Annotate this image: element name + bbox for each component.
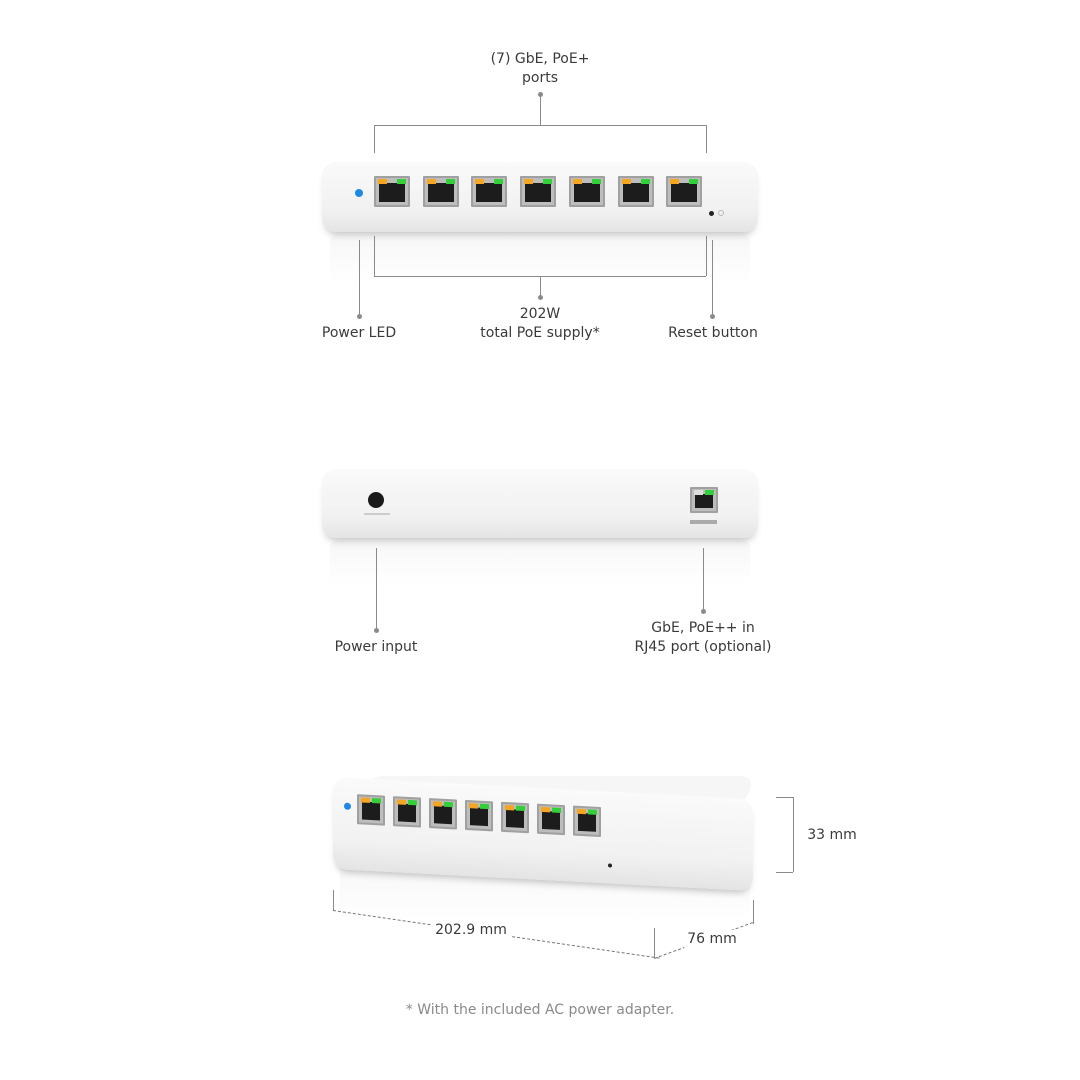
power-jack-icon <box>368 492 384 508</box>
rj45-port <box>393 796 421 828</box>
callout-dot <box>538 295 543 300</box>
callout-line <box>540 94 541 125</box>
depth-dimension-label: 76 mm <box>684 930 740 949</box>
switch-rear-view <box>322 469 758 538</box>
dimension-tick <box>776 797 793 798</box>
reset-button-label: Reset button <box>668 325 758 341</box>
callout-line <box>703 548 704 611</box>
callout-line <box>376 548 377 630</box>
reset-button[interactable] <box>709 211 714 216</box>
bracket-leg <box>706 236 707 276</box>
uplink-marking <box>690 520 717 524</box>
bracket-leg <box>374 236 375 276</box>
reset-icon <box>718 210 724 216</box>
rj45-port <box>568 176 605 207</box>
rj45-port <box>471 176 508 207</box>
rj45-port <box>617 176 654 207</box>
callout-line <box>712 240 713 316</box>
switch-front-view <box>322 162 758 232</box>
bracket-leg <box>706 125 707 153</box>
power-led-icon <box>344 802 351 810</box>
rj45-port <box>357 794 385 826</box>
rj45-port <box>429 798 457 830</box>
ports-bracket <box>374 125 706 126</box>
callout-dot <box>374 628 379 633</box>
rj45-port <box>501 801 529 834</box>
callout-line <box>359 240 360 316</box>
device-reflection <box>330 540 750 585</box>
dimension-tick <box>753 900 754 924</box>
callout-dot <box>701 609 706 614</box>
dimension-tick <box>654 928 655 958</box>
uplink-port <box>690 487 718 513</box>
footnote: * With the included AC power adapter. <box>405 1002 675 1018</box>
power-led-icon <box>355 189 363 197</box>
rj45-port <box>374 176 410 207</box>
power-input-label: Power input <box>334 639 418 655</box>
rj45-port <box>666 176 703 207</box>
ports-label: (7) GbE, PoE+ports <box>490 51 590 86</box>
power-led-label: Power LED <box>321 325 397 341</box>
rj45-port <box>422 176 459 207</box>
callout-line <box>540 276 541 297</box>
dimension-tick <box>333 890 334 910</box>
device-reflection <box>330 234 750 284</box>
rj45-port <box>465 799 493 832</box>
rj45-port <box>520 176 557 207</box>
callout-dot <box>357 314 362 319</box>
callout-dot <box>710 314 715 319</box>
power-jack-marking <box>364 513 390 515</box>
reset-button[interactable] <box>608 863 612 868</box>
rj45-port <box>573 805 601 838</box>
width-dimension-label: 202.9 mm <box>431 921 511 940</box>
rj45-port <box>537 803 565 836</box>
height-dimension-label: 33 mm <box>807 827 857 843</box>
dimension-tick <box>776 872 793 873</box>
height-dimension-line <box>793 797 794 872</box>
bracket-leg <box>374 125 375 153</box>
